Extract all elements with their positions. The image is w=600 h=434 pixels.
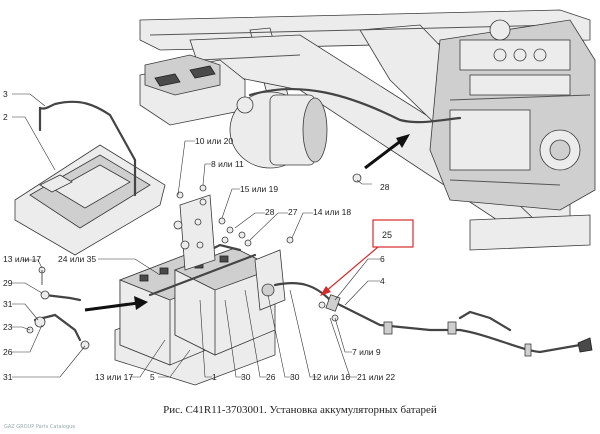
callout-13-or-17-top: 13 или 17: [3, 254, 41, 264]
callout-7-or-9: 7 или 9: [352, 347, 381, 357]
callout-25: 25: [382, 230, 392, 240]
callout-31-bottom: 31: [3, 372, 13, 382]
callout-6: 6: [380, 254, 385, 264]
callout-29: 29: [3, 278, 13, 288]
leader-lines: [12, 93, 380, 378]
battery-pointer-arrow: [84, 296, 148, 312]
terminal-cable-left: [26, 266, 90, 350]
callout-3: 3: [3, 89, 8, 99]
watermark: GAZ GROUP Parts Catalogue: [4, 424, 76, 430]
battery-strap-exploded: [38, 100, 137, 197]
callout-8-or-11: 8 или 11: [211, 159, 244, 169]
starter-motor: [229, 91, 328, 169]
callout-13-or-17-bottom: 13 или 17: [95, 372, 133, 382]
callout-14-or-18: 14 или 18: [313, 207, 351, 217]
battery-bracket: [179, 194, 286, 311]
callout-15-or-19: 15 или 19: [240, 184, 278, 194]
upper-battery-installed: [139, 54, 246, 126]
callout-31-top: 31: [3, 299, 13, 309]
callout-28-right: 28: [380, 182, 390, 192]
callout-26-left: 26: [3, 347, 13, 357]
main-battery-cable: [273, 282, 593, 357]
callout-21-or-22: 21 или 22: [357, 372, 395, 382]
callout-27: 27: [288, 207, 298, 217]
callout-26-right: 26: [266, 372, 276, 382]
callout-24-or-35: 24 или 35: [58, 254, 96, 264]
engine-block: [429, 19, 596, 211]
battery-cover-exploded: [14, 144, 166, 256]
callout-23: 23: [3, 322, 13, 332]
callout-30-left: 30: [241, 372, 251, 382]
callout-4: 4: [380, 276, 385, 286]
fasteners: [173, 173, 362, 322]
figure-caption: Рис. С41R11-3703001. Установка аккумулят…: [163, 404, 437, 416]
callout-12-or-16: 12 или 16: [312, 372, 350, 382]
callout-30-right: 30: [290, 372, 300, 382]
callout-28-left: 28: [265, 207, 275, 217]
highlight-25: [320, 219, 414, 296]
callout-5: 5: [150, 372, 155, 382]
engine-pointer-arrow: [364, 134, 410, 170]
callout-10-or-20: 10 или 20: [195, 136, 233, 146]
callout-1: 1: [212, 372, 217, 382]
callout-labels: 3 2 10 или 20 8 или 11 15 или 19 28 27 1…: [3, 89, 395, 382]
upper-battery-cable: [248, 87, 462, 124]
callout-2: 2: [3, 112, 8, 122]
